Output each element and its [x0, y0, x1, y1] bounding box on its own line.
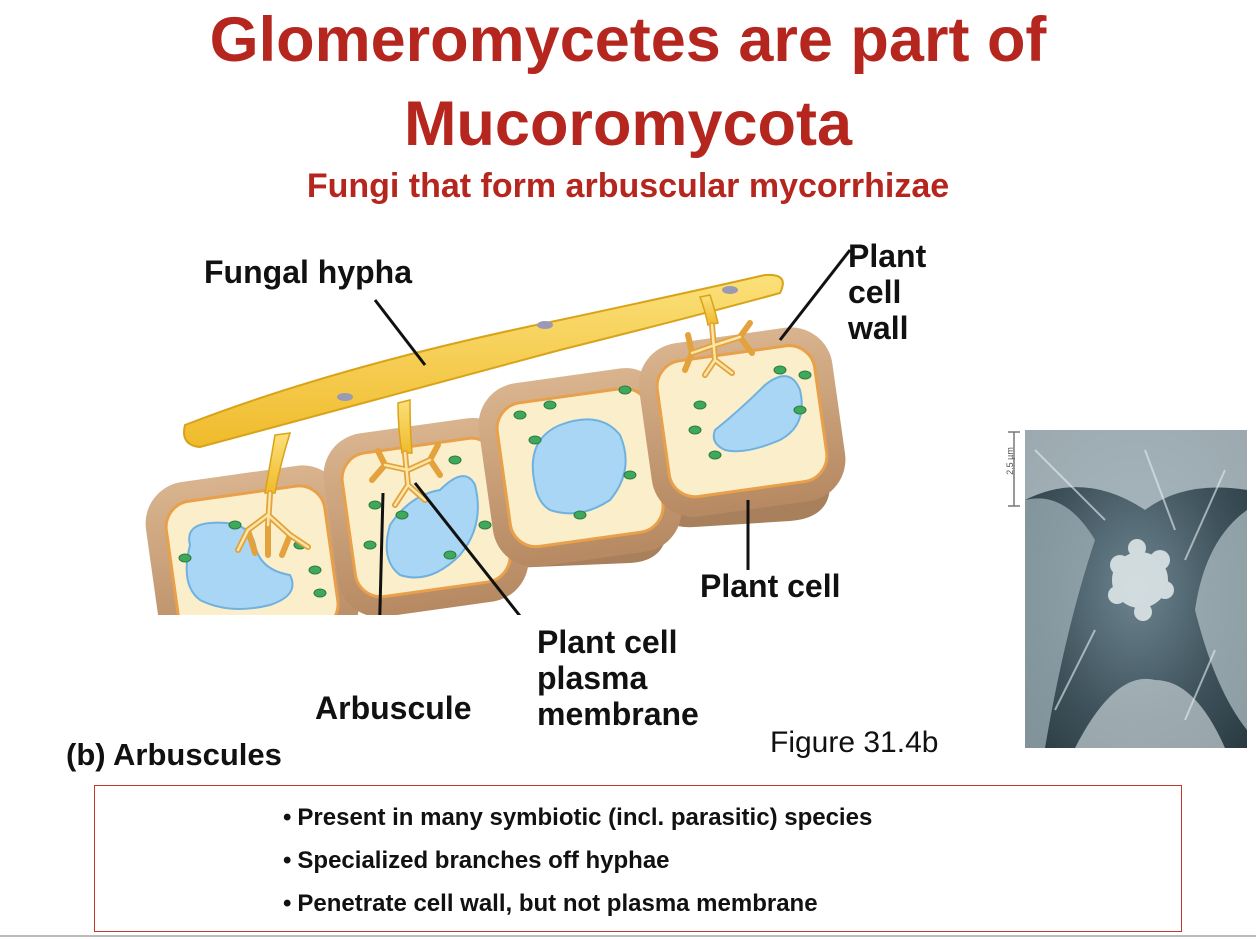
- scale-bar: [1008, 431, 1020, 507]
- cell-1-vacuole: [185, 521, 294, 610]
- key-points-list: Present in many symbiotic (incl. parasit…: [283, 796, 872, 925]
- bullet-item: Present in many symbiotic (incl. parasit…: [283, 796, 872, 839]
- scale-bar-label: 2.5 µm: [1004, 447, 1015, 475]
- label-plant-cell-wall: Plant cell wall: [848, 238, 927, 346]
- label-plant-cell: Plant cell: [700, 568, 841, 604]
- title-line-2: Mucoromycota: [403, 89, 853, 159]
- label-arbuscule: Arbuscule: [315, 690, 472, 726]
- arbuscule-sem: [1108, 539, 1174, 621]
- diagram-caption: (b) Arbuscules: [66, 737, 282, 772]
- key-points-box: Present in many symbiotic (incl. parasit…: [94, 785, 1182, 932]
- bullet-item: Penetrate cell wall, but not plasma memb…: [283, 882, 872, 925]
- figure-reference: Figure 31.4b: [770, 726, 939, 759]
- sem-micrograph: [1025, 430, 1247, 748]
- label-fungal-hypha: Fungal hypha: [204, 254, 412, 290]
- cell-3-vacuole: [531, 418, 627, 515]
- cell-4-vacuole: [712, 375, 803, 453]
- arbuscule-highlight: [236, 323, 742, 552]
- arbuscule-diagram: [145, 249, 852, 615]
- bottom-divider: [0, 935, 1256, 937]
- title-line-1: Glomeromycetes are part of: [209, 5, 1047, 75]
- subtitle: Fungi that form arbuscular mycorrhizae: [306, 167, 950, 205]
- fungal-hypha: [183, 273, 784, 494]
- leader-lines: [373, 249, 852, 615]
- plant-cell-row: [145, 327, 846, 615]
- label-plasma-membrane: Plant cell plasma membrane: [537, 624, 699, 732]
- bullet-item: Specialized branches off hyphae: [283, 839, 872, 882]
